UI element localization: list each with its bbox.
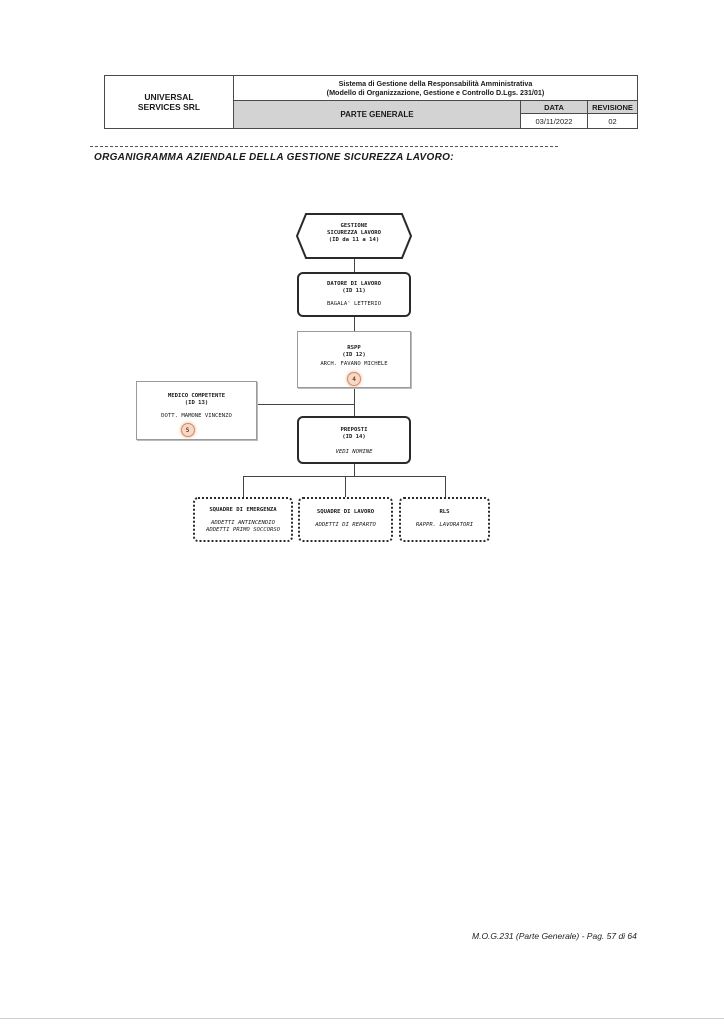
preposti-name: VEDI NOMINE — [335, 449, 373, 455]
date-label: DATA — [521, 101, 588, 114]
revision-label: REVISIONE — [588, 101, 637, 114]
root-line-3: (ID da 11 a 14) — [328, 237, 380, 243]
preposti-id: (ID 14) — [342, 434, 366, 440]
squadre-emergenza-box: SQUADRE DI EMERGENZA ADDETTI ANTINCENDIO… — [193, 497, 293, 542]
medico-id: (ID 13) — [184, 400, 209, 406]
datore-di-lavoro-box: DATORE DI LAVORO (ID 11) BAGALA' LETTERI… — [297, 272, 411, 317]
system-title-line-1: Sistema di Gestione della Responsabilità… — [338, 79, 533, 88]
section-title: ORGANIGRAMMA AZIENDALE DELLA GESTIONE SI… — [94, 152, 454, 163]
medico-badge: 5 — [180, 423, 195, 437]
connector-squadre-lavoro — [345, 476, 346, 497]
root-line-1: GESTIONE — [340, 223, 368, 229]
datore-title: DATORE DI LAVORO — [327, 281, 381, 287]
page-footer: M.O.G.231 (Parte Generale) - Pag. 57 di … — [472, 931, 637, 941]
connector-root-datore — [354, 258, 355, 272]
rspp-title: RSPP — [347, 345, 361, 351]
hexagon-shape — [296, 213, 412, 259]
date-value: 03/11/2022 — [521, 114, 588, 128]
datore-name: BAGALA' LETTERIO — [327, 301, 381, 307]
rspp-id: (ID 12) — [342, 352, 366, 358]
rspp-name: ARCH. FAVANO MICHELE — [320, 361, 388, 367]
squadre-lavoro-box: SQUADRE DI LAVORO ADDETTI DI REPARTO — [298, 497, 393, 542]
document-header-table: UNIVERSAL SERVICES SRL Sistema di Gestio… — [104, 75, 638, 129]
datore-id: (ID 11) — [342, 288, 366, 294]
squadre-lavoro-line-1: ADDETTI DI REPARTO — [315, 522, 376, 528]
squadre-emergenza-line-2: ADDETTI PRIMO SOCCORSO — [205, 527, 281, 533]
rls-title: RLS — [439, 509, 450, 515]
root-line-2: SICUREZZA LAVORO — [327, 230, 381, 236]
connector-bottom-horizontal — [243, 476, 445, 477]
root-gestione-sicurezza: GESTIONE SICUREZZA LAVORO (ID da 11 a 14… — [296, 213, 412, 259]
revision-value: 02 — [608, 116, 617, 126]
medico-title: MEDICO COMPETENTE — [167, 393, 226, 399]
squadre-lavoro-title: SQUADRE DI LAVORO — [316, 509, 375, 515]
management-system-title: Sistema di Gestione della Responsabilità… — [234, 76, 637, 101]
rls-box: RLS RAPPR. LAVORATORI — [399, 497, 490, 542]
rspp-badge: 4 — [347, 372, 361, 386]
separator-dashed-line — [90, 146, 558, 147]
company-name: UNIVERSAL SERVICES SRL — [105, 76, 234, 128]
bottom-edge-line — [0, 1018, 724, 1019]
rspp-box: RSPP (ID 12) ARCH. FAVANO MICHELE 4 — [297, 331, 411, 388]
root-text: GESTIONE SICUREZZA LAVORO (ID da 11 a 14… — [296, 223, 412, 244]
squadre-emergenza-title: SQUADRE DI EMERGENZA — [209, 507, 277, 513]
section-name: PARTE GENERALE — [234, 101, 521, 128]
medico-name: DOTT. MAMONE VINCENZO — [161, 413, 232, 419]
rls-line-1: RAPPR. LAVORATORI — [415, 522, 474, 528]
preposti-title: PREPOSTI — [340, 427, 368, 433]
system-title-line-2: (Modello di Organizzazione, Gestione e C… — [326, 88, 545, 97]
connector-preposti-down — [354, 464, 355, 476]
connector-medico — [257, 404, 354, 405]
squadre-emergenza-line-1: ADDETTI ANTINCENDIO — [211, 520, 275, 526]
connector-rls — [445, 476, 446, 497]
medico-competente-box: MEDICO COMPETENTE (ID 13) DOTT. MAMONE V… — [136, 381, 257, 440]
connector-squadre-emergenza — [243, 476, 244, 497]
preposti-box: PREPOSTI (ID 14) VEDI NOMINE — [297, 416, 411, 464]
